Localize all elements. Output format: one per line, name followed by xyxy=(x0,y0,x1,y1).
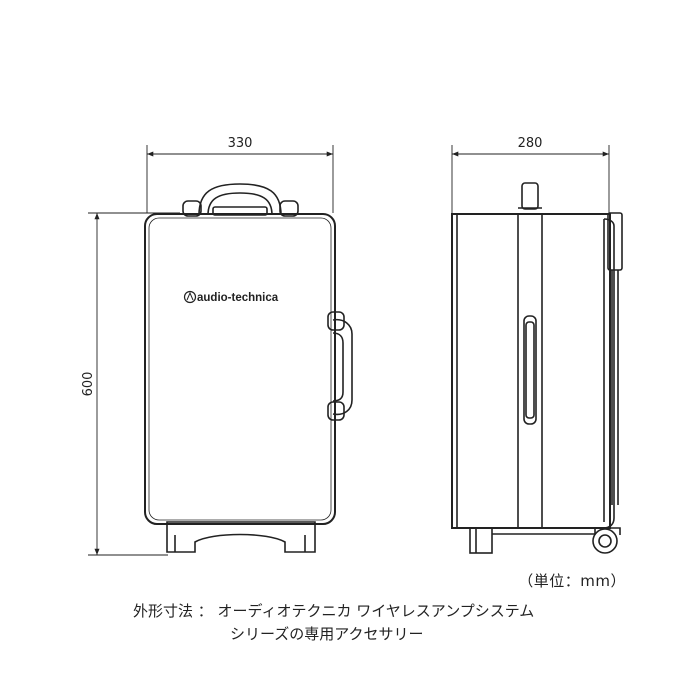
front-side-handle xyxy=(327,311,353,421)
brand-logo: audio-technica xyxy=(183,290,279,304)
side-feet xyxy=(469,527,621,554)
side-handle-strap xyxy=(517,182,543,529)
unit-label: （単位：mm） xyxy=(518,572,626,590)
caption-line-2: シリーズの専用アクセサリー xyxy=(230,625,424,643)
side-view xyxy=(451,182,623,554)
caption-line-1: 外形寸法 ： オーディオテクニカ ワイヤレスアンプシステム xyxy=(133,602,535,620)
front-body xyxy=(144,213,336,525)
depth-value: 280 xyxy=(518,136,543,151)
front-top-handle xyxy=(182,183,299,217)
dimension-lines xyxy=(88,145,610,556)
height-value: 600 xyxy=(81,372,96,397)
front-view xyxy=(144,183,353,553)
width-value: 330 xyxy=(228,136,253,151)
logo-text: audio-technica xyxy=(197,292,279,304)
front-feet xyxy=(166,521,316,553)
side-pole xyxy=(607,212,623,505)
side-shell xyxy=(451,213,611,529)
